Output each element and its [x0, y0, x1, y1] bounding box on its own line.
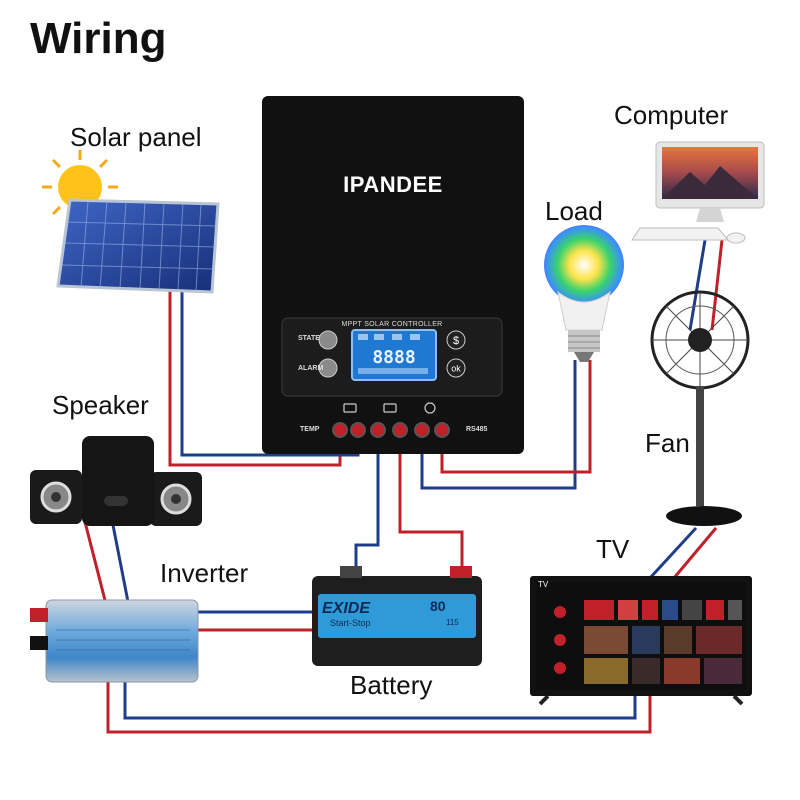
fan-tv-negative-wire [648, 526, 698, 580]
terminals [332, 422, 450, 438]
battery-negative-wire [354, 430, 380, 568]
inverter-tv-positive-wire [106, 680, 652, 734]
set-button [446, 330, 466, 350]
speaker-positive-wire [83, 521, 110, 613]
battery-cca: 115 [446, 618, 459, 627]
inverter-tv-negative-wire [123, 680, 637, 720]
tv-label: TV [596, 534, 630, 564]
lcd-readout: 8888 [372, 347, 416, 368]
dollar-sign-icon: $ [453, 335, 459, 347]
lcd-screen [351, 329, 437, 381]
rs485-label: RS485 [466, 426, 488, 433]
temp-label: TEMP [300, 426, 320, 433]
load-negative-wire [420, 360, 577, 490]
speaker-label: Speaker [52, 390, 149, 420]
load-label: Load [545, 196, 603, 226]
solar-panel-label: Solar panel [70, 122, 202, 152]
terminal-icons [343, 402, 436, 414]
battery-label: Battery [350, 670, 433, 700]
speaker [30, 436, 202, 526]
inverter [30, 599, 199, 683]
computer-label: Computer [614, 100, 729, 130]
inverter-label: Inverter [160, 558, 249, 588]
controller-model: MPPT SOLAR CONTROLLER [341, 321, 443, 328]
computer-negative-wire [688, 239, 707, 331]
fan [650, 290, 750, 526]
fan-tv-positive-wire [672, 527, 718, 579]
tv-app-tiles [554, 600, 742, 684]
state-label: STATE [298, 335, 320, 342]
fan-label: Fan [645, 428, 690, 458]
battery-brand: EXIDE [322, 600, 371, 617]
tv-corner-text: TV [538, 580, 549, 589]
computer-positive-wire [710, 239, 724, 331]
ok-button [446, 358, 466, 378]
ok-button-label: ok [451, 364, 461, 374]
solar-controller: $ ok [262, 96, 524, 454]
tv [530, 576, 752, 706]
alarm-button [318, 358, 338, 378]
battery-positive-wire [398, 430, 464, 568]
battery [312, 566, 482, 666]
computer [631, 141, 765, 244]
load-bulb [544, 225, 624, 362]
battery-capacity: 80 [430, 598, 446, 614]
speaker-negative-wire [110, 519, 132, 613]
controller-brand: IPANDEE [343, 172, 443, 197]
diagram-title: Wiring [30, 14, 167, 63]
state-button [318, 330, 338, 350]
solar-panel [42, 150, 220, 294]
alarm-label: ALARM [298, 365, 324, 372]
battery-subtitle: Start-Stop [330, 618, 371, 628]
